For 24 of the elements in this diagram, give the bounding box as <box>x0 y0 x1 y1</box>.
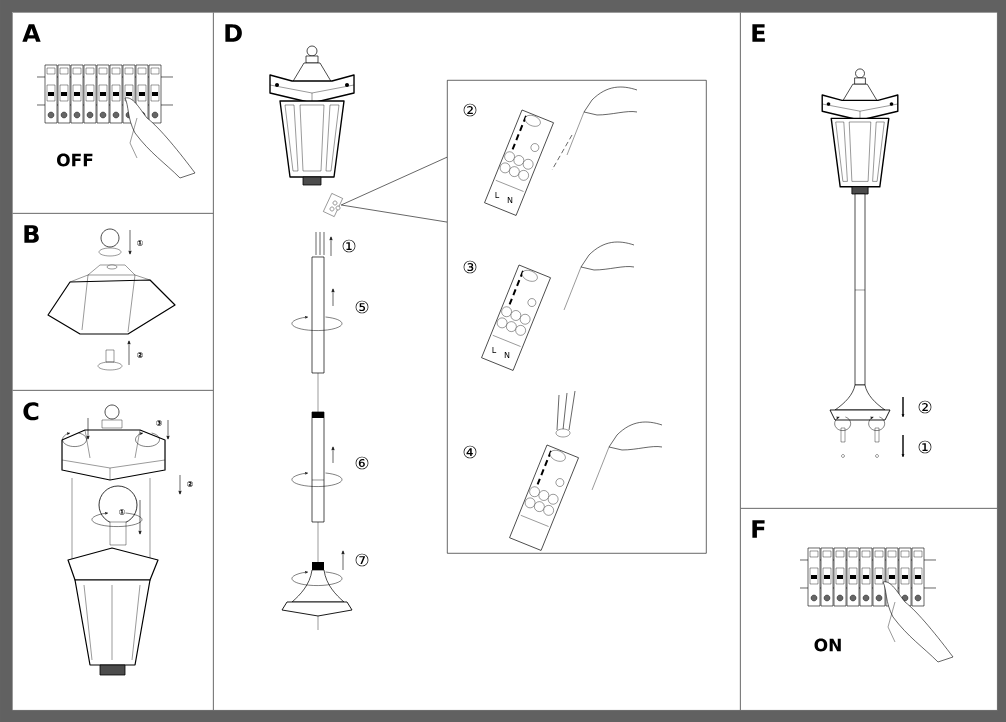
step-number: ① <box>119 509 125 515</box>
step-number: ① <box>918 440 932 454</box>
step-number: ③ <box>156 420 162 426</box>
step-number: ⑦ <box>355 553 369 567</box>
leader-line <box>340 204 448 223</box>
step-number: ② <box>137 352 143 358</box>
step-number: ⑥ <box>355 456 369 470</box>
switch-state-text: ON <box>814 638 841 652</box>
terminal-letter: N <box>507 197 513 203</box>
terminal-letter: L <box>492 347 497 353</box>
step-number: ③ <box>463 260 477 274</box>
step-number: ② <box>918 400 932 414</box>
step-number: ② <box>187 481 193 487</box>
leader-line <box>340 156 448 206</box>
step-number: ② <box>463 103 477 117</box>
switch-state-text: OFF <box>57 153 93 167</box>
step-number: ① <box>137 240 143 246</box>
step-number: ① <box>342 239 356 253</box>
step-number: ⑤ <box>355 300 369 314</box>
terminal-letter: N <box>504 352 510 358</box>
step-number: ④ <box>463 445 477 459</box>
terminal-block-drawing <box>323 193 343 217</box>
detail-inset-box <box>447 80 707 554</box>
terminal-letter: L <box>495 192 500 198</box>
